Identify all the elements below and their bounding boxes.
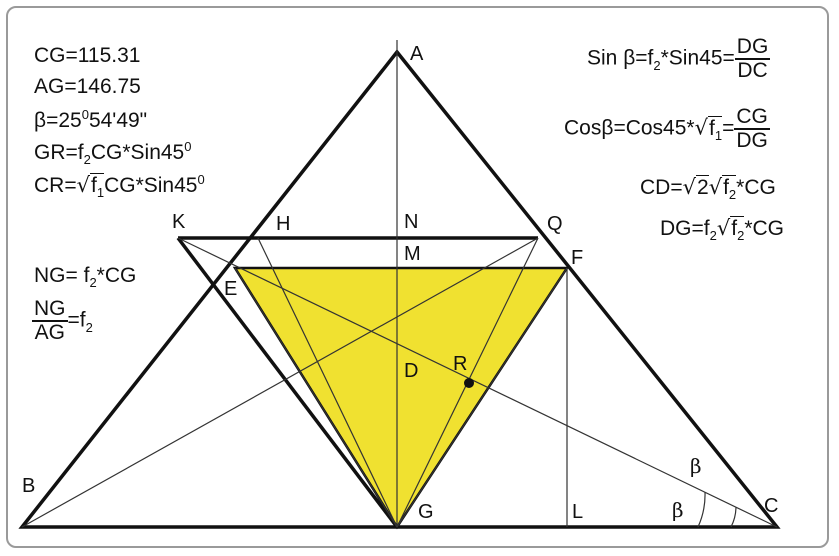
angle-arc-outer <box>697 491 706 528</box>
ag-label: AG= <box>34 75 77 98</box>
dg-subscript: 2 <box>709 228 717 244</box>
cg-value-line: CG=115.31 <box>34 45 140 66</box>
label-f: F <box>571 247 583 269</box>
line-eg <box>234 267 398 528</box>
label-a: A <box>410 43 424 65</box>
cr-degree-mark: 0 <box>197 172 205 187</box>
cos-lhs: Cos <box>564 116 602 140</box>
sin-lhs: Sin <box>587 46 624 70</box>
sin-mid: =f <box>635 46 654 70</box>
cg-label: CG= <box>34 44 78 67</box>
ng-tail: *CG <box>96 264 137 287</box>
ng-formula: NG= f2*CG <box>34 265 136 289</box>
label-c: C <box>764 495 778 517</box>
cos-radicand: f1 <box>707 115 723 143</box>
cd-radicand: f2 <box>722 175 737 203</box>
cos-mid: =Cos45* <box>613 116 695 140</box>
point-r-dot <box>464 378 474 388</box>
label-n: N <box>404 211 418 233</box>
label-e: E <box>224 278 237 300</box>
cos-beta: β <box>601 116 614 140</box>
dg-sqrt-icon: √ <box>716 216 731 240</box>
line-kg <box>176 236 399 529</box>
cd-two: 2 <box>696 175 709 199</box>
label-b: B <box>22 475 35 497</box>
label-k: K <box>172 211 186 233</box>
cos-sqrt-icon: √ <box>694 115 708 140</box>
angle-arc-inner <box>730 506 737 528</box>
label-h: H <box>276 213 290 235</box>
dg-formula: DG=f2√f2*CG <box>660 216 784 244</box>
dg-tail: *CG <box>744 217 784 240</box>
cr-sqrt-icon: √ <box>76 173 90 197</box>
triangle-abc <box>18 49 781 529</box>
beta-degree-mark: 0 <box>81 107 89 122</box>
line-kc <box>177 237 778 528</box>
sin-beta: β <box>623 46 636 70</box>
cd-tail: *CG <box>736 176 776 199</box>
ng-lhs: NG= f <box>34 264 90 287</box>
cos-eq: = <box>722 116 735 140</box>
line-bq <box>21 237 539 528</box>
cr-formula: CR=√f1CG*Sin450 <box>34 173 205 199</box>
label-l: L <box>572 501 583 523</box>
ng-subscript: 2 <box>89 275 97 291</box>
dg-radicand: f2 <box>730 216 745 244</box>
label-d: D <box>404 360 418 382</box>
ag-value-line: AG=146.75 <box>34 76 141 97</box>
gr-f-subscript: 2 <box>83 152 91 168</box>
cd-formula: CD=√2√f2*CG <box>640 175 776 203</box>
beta-minutes-seconds: 54'49" <box>88 109 148 132</box>
cd-lhs: CD= <box>640 176 683 199</box>
label-q: Q <box>547 213 563 235</box>
label-m: M <box>404 243 421 265</box>
sin-tail: *Sin45= <box>660 46 735 70</box>
beta-value-line: β=25054'49" <box>34 108 147 131</box>
ng-ag-subscript: 2 <box>85 319 93 335</box>
beta-degrees: =25 <box>46 109 82 132</box>
label-g: G <box>418 501 434 523</box>
cr-mid: CG*Sin45 <box>104 174 198 197</box>
ag-value: 146.75 <box>76 75 141 98</box>
gr-formula: GR=f2CG*Sin450 <box>34 140 191 166</box>
label-r: R <box>453 353 467 375</box>
gr-degree-mark: 0 <box>184 139 192 154</box>
line-hg <box>257 237 398 528</box>
dg-lhs: DG=f <box>660 217 710 240</box>
cd-sqrt-f-icon: √ <box>708 175 723 199</box>
label-beta-top: β <box>690 454 702 478</box>
beta-symbol: β <box>34 109 47 132</box>
cg-value: 115.31 <box>77 44 141 67</box>
cr-radicand: f1 <box>90 173 105 201</box>
yellow-triangle-efg <box>232 266 570 530</box>
ng-ag-eq: =f <box>67 308 86 332</box>
label-beta-bottom: β <box>672 498 684 522</box>
gr-mid: CG*Sin45 <box>90 141 185 164</box>
sin-subscript: 2 <box>653 57 661 73</box>
gr-lhs: GR=f <box>34 141 84 164</box>
cd-sqrt-two-icon: √ <box>682 175 696 199</box>
cr-lhs: CR= <box>34 174 77 197</box>
line-fg <box>396 267 568 528</box>
